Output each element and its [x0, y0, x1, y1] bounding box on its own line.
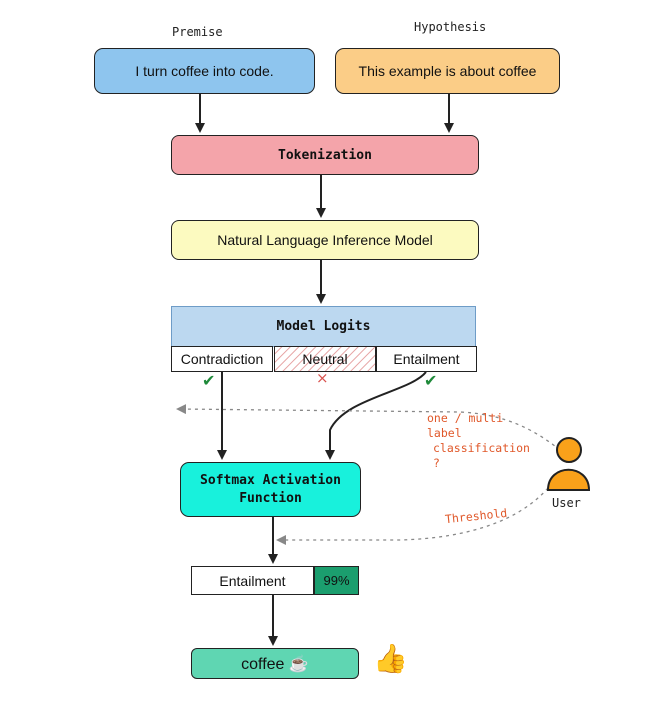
contradiction-check-icon: ✔	[202, 371, 216, 390]
model-logits-box: Model Logits	[171, 306, 476, 347]
dotted-threshold-arrow	[276, 487, 549, 545]
user-icon	[546, 437, 591, 491]
logit-contradiction: Contradiction	[171, 346, 273, 372]
result-score-box: 99%	[314, 566, 359, 595]
classification-annotation-line1: one / multi label	[427, 411, 504, 440]
tokenization-box: Tokenization	[171, 135, 479, 175]
premise-heading: Premise	[172, 25, 223, 39]
classification-annotation-line2: classification ?	[433, 441, 530, 470]
arrow-entailment-to-softmax	[325, 371, 427, 460]
classification-annotation: one / multi label classification ?	[427, 411, 537, 471]
logit-neutral: Neutral	[274, 346, 376, 372]
logit-entailment: Entailment	[376, 346, 477, 372]
nli-model-box: Natural Language Inference Model	[171, 220, 479, 260]
neutral-hatch-fill	[275, 347, 376, 372]
entailment-check-icon: ✔	[424, 371, 438, 390]
neutral-cross-icon: ×	[316, 369, 329, 387]
hypothesis-heading: Hypothesis	[414, 20, 487, 34]
premise-box: I turn coffee into code.	[94, 48, 315, 94]
thumbs-up-icon: 👍	[373, 643, 408, 674]
hypothesis-box: This example is about coffee	[335, 48, 560, 94]
result-label-box: Entailment	[191, 566, 314, 595]
output-box: coffee ☕	[191, 648, 359, 679]
user-label: User	[552, 496, 581, 510]
softmax-box: Softmax Activation Function	[180, 462, 361, 517]
